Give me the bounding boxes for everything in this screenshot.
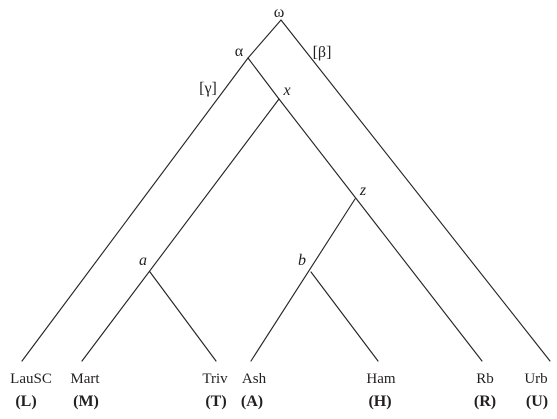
node-omega-label: ω (274, 4, 285, 21)
edge-x-mart (81, 98, 280, 362)
witness-siglum-t: (T) (205, 393, 226, 410)
witness-siglum-h: (H) (368, 393, 391, 410)
witness-siglum-l: (L) (15, 393, 36, 410)
edge-omega-alpha (247, 19, 282, 59)
witness-siglum-u: (U) (526, 393, 548, 410)
stemma-edges (21, 19, 551, 362)
node-b-label: b (298, 252, 306, 269)
edge-b-ham (310, 271, 379, 362)
witness-name-mart: Mart (70, 371, 100, 387)
witness-name-ham: Ham (366, 371, 395, 387)
witness-siglum-r: (R) (474, 393, 496, 410)
edge-alpha-x (247, 57, 280, 100)
witness-names: LauSC Mart Triv Ash Ham Rb Urb (10, 371, 548, 387)
node-x-label: x (282, 82, 290, 99)
node-alpha-label: α (235, 43, 244, 60)
witness-name-lausc: LauSC (10, 371, 52, 387)
edge-z-ash (250, 198, 356, 362)
edge-omega-urb (280, 19, 551, 362)
node-beta-label: [β] (313, 44, 332, 61)
witness-name-rb: Rb (476, 371, 494, 387)
witness-name-triv: Triv (202, 371, 228, 387)
stemma-node-labels: ω α [β] [γ] x z a b (139, 4, 367, 269)
witness-name-urb: Urb (524, 371, 547, 387)
edge-a-triv (149, 271, 217, 362)
witness-name-ash: Ash (242, 371, 267, 387)
node-gamma-label: [γ] (199, 80, 217, 97)
witness-siglum-a: (A) (241, 393, 263, 410)
edge-x-rb (278, 98, 483, 362)
node-a-label: a (139, 252, 147, 269)
node-z-label: z (359, 182, 367, 199)
witness-sigla: (L) (M) (T) (A) (H) (R) (U) (15, 393, 548, 410)
edge-alpha-lausc (21, 57, 249, 362)
witness-siglum-m: (M) (73, 393, 99, 410)
